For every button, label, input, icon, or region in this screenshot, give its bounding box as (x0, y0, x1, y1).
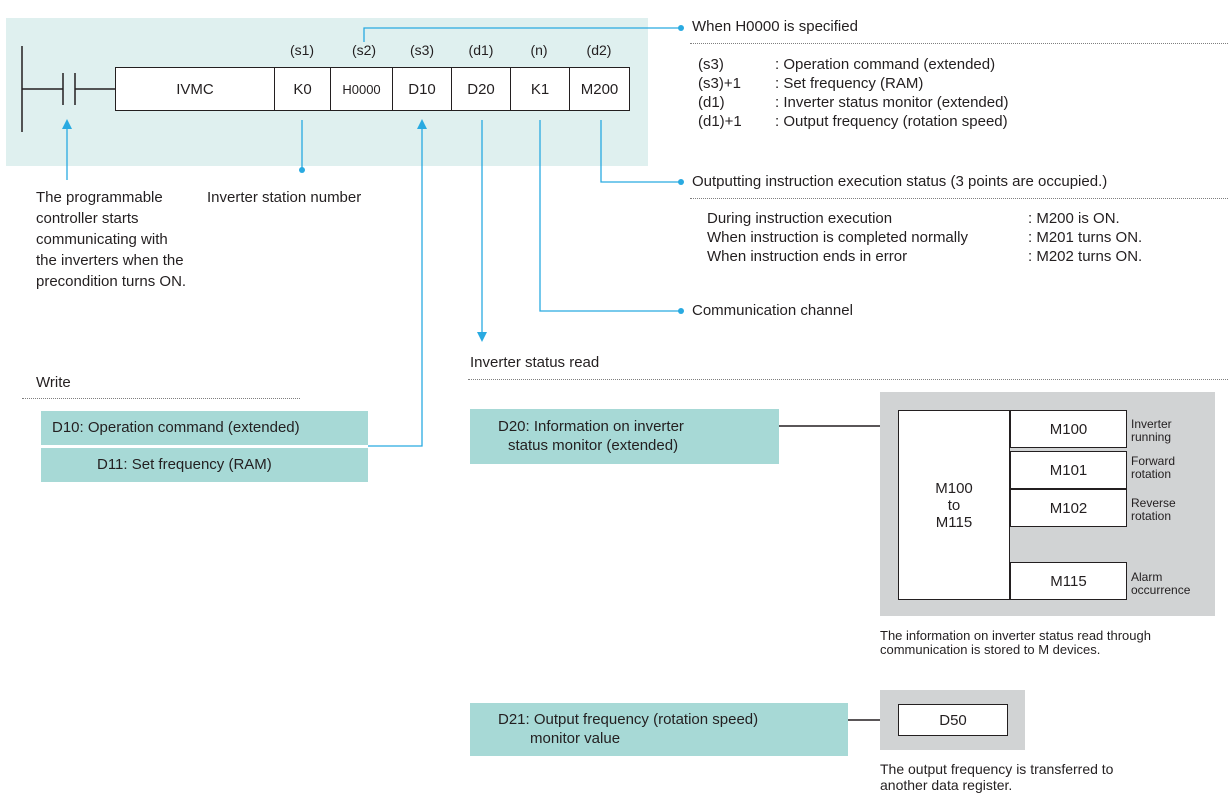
h0000-code-3: (d1) (698, 94, 725, 111)
m100-label-2: running (1131, 430, 1172, 444)
m-range-box: M100 to M115 (898, 410, 1010, 600)
m101-label-1: Forward (1131, 454, 1176, 468)
d20-box: D20: Information on inverter status moni… (470, 409, 779, 464)
h0000-desc-1: : Operation command (extended) (775, 56, 996, 73)
operand-s2-value: H0000 (342, 81, 381, 97)
h0000-desc-3: : Inverter status monitor (extended) (775, 94, 1009, 111)
precondition-line-2: controller starts (36, 210, 139, 227)
h0000-divider (690, 43, 1228, 44)
m-range-to: to (947, 496, 961, 514)
operand-d1-box: D20 (451, 67, 511, 111)
operand-d1-value: D20 (467, 80, 495, 98)
operand-d2-box: M200 (569, 67, 630, 111)
m-range-end: M115 (935, 513, 973, 531)
precondition-line-1: The programmable (36, 189, 163, 206)
operand-label-s3: (s3) (409, 42, 435, 58)
m-row-m102: M102 (1010, 489, 1127, 527)
operand-s3-value: D10 (408, 80, 436, 98)
write-row-d10-text: D10: Operation command (extended) (52, 419, 300, 436)
m-row-m101: M101 (1010, 451, 1127, 489)
instruction-name: IVMC (176, 80, 214, 98)
execution-val-2: : M201 turns ON. (1028, 229, 1143, 246)
operand-s1-box: K0 (274, 67, 331, 111)
precondition-line-3: communicating with (36, 231, 168, 248)
operand-n-value: K1 (530, 80, 550, 98)
m-device-m101: M101 (1049, 461, 1088, 479)
operand-s3-box: D10 (392, 67, 452, 111)
d21-box: D21: Output frequency (rotation speed) m… (470, 703, 848, 756)
execution-cond-2: When instruction is completed normally (707, 229, 968, 246)
station-number-label: Inverter station number (207, 189, 362, 206)
m-row-m115: M115 (1010, 562, 1127, 600)
operand-n-box: K1 (510, 67, 570, 111)
m100-label-1: Inverter (1131, 417, 1172, 431)
m-range-start: M100 (935, 479, 973, 497)
execution-title: Outputting instruction execution status … (692, 173, 1108, 190)
m115-label-2: occurrence (1131, 583, 1191, 597)
execution-cond-3: When instruction ends in error (707, 248, 908, 265)
h0000-code-4: (d1)+1 (698, 113, 742, 130)
d50-note-line-1: The output frequency is transferred to (880, 761, 1114, 777)
execution-val-1: : M200 is ON. (1028, 210, 1120, 227)
d50-note-line-2: another data register. (880, 777, 1013, 793)
h0000-desc-2: : Set frequency (RAM) (775, 75, 924, 92)
d50-label: D50 (939, 711, 967, 729)
write-row-d11: D11: Set frequency (RAM) (41, 448, 368, 482)
h0000-code-1: (s3) (698, 56, 724, 73)
m-note-line-1: The information on inverter status read … (880, 628, 1151, 643)
write-divider (22, 398, 300, 399)
operand-label-s1: (s1) (289, 42, 315, 58)
write-row-d10: D10: Operation command (extended) (41, 411, 368, 445)
m115-label-1: Alarm (1131, 570, 1163, 584)
d20-line-2: status monitor (extended) (508, 437, 679, 454)
execution-cond-1: During instruction execution (707, 210, 893, 227)
operand-label-d1: (d1) (468, 42, 494, 58)
m102-label-1: Reverse (1131, 496, 1176, 510)
operand-label-s2: (s2) (351, 42, 377, 58)
write-row-d11-text: D11: Set frequency (RAM) (97, 456, 272, 473)
operand-s1-value: K0 (293, 80, 312, 98)
execution-divider (690, 198, 1228, 199)
operand-d2-value: M200 (580, 80, 619, 98)
d50-box: D50 (898, 704, 1008, 736)
m102-label-2: rotation (1131, 509, 1172, 523)
read-title: Inverter status read (470, 354, 600, 371)
operand-label-n: (n) (530, 42, 548, 58)
m-row-m100: M100 (1010, 410, 1127, 448)
d21-line-2: monitor value (530, 730, 621, 747)
write-title: Write (36, 374, 71, 391)
d21-line-1: D21: Output frequency (rotation speed) (498, 711, 759, 728)
operand-label-d2: (d2) (586, 42, 612, 58)
execution-val-3: : M202 turns ON. (1028, 248, 1143, 265)
m101-label-2: rotation (1131, 467, 1172, 481)
read-divider (468, 379, 1228, 380)
m-device-m100: M100 (1049, 420, 1088, 438)
operand-s2-box: H0000 (330, 67, 393, 111)
m-device-m115: M115 (1050, 572, 1087, 590)
h0000-code-2: (s3)+1 (698, 75, 741, 92)
d20-line-1: D20: Information on inverter (498, 418, 684, 435)
precondition-line-5: precondition turns ON. (36, 273, 187, 290)
m-note-line-2: communication is stored to M devices. (880, 642, 1101, 657)
h0000-title: When H0000 is specified (692, 18, 858, 35)
m-device-m102: M102 (1049, 499, 1088, 517)
instruction-name-box: IVMC (115, 67, 275, 111)
precondition-line-4: the inverters when the (36, 252, 184, 269)
ladder-rung (21, 46, 115, 132)
h0000-desc-4: : Output frequency (rotation speed) (775, 113, 1008, 130)
channel-label: Communication channel (692, 302, 853, 319)
